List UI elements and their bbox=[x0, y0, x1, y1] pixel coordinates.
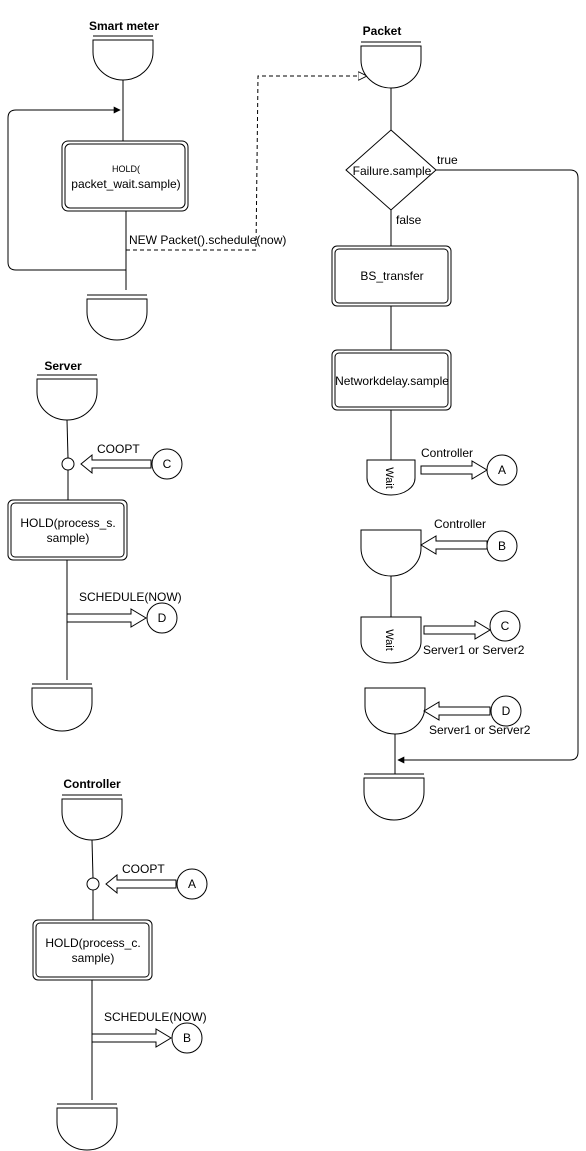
server-connector-d[interactable] bbox=[146, 602, 178, 634]
connector bbox=[66, 419, 69, 459]
controller-coopt-arrow bbox=[105, 873, 177, 895]
server-coopt-arrow bbox=[80, 453, 152, 475]
packet-title: Packet bbox=[363, 24, 402, 38]
packet-in1-arrow bbox=[420, 535, 488, 555]
controller-hold-box[interactable] bbox=[32, 919, 153, 981]
packet-false-label: false bbox=[396, 213, 422, 227]
server-connector-d-label: D bbox=[158, 611, 167, 625]
packet-receive-node-1 bbox=[360, 529, 422, 577]
smart-meter-loop-arrow bbox=[7, 106, 126, 271]
controller-connector-b[interactable] bbox=[171, 1022, 203, 1054]
controller-connector-a-label: A bbox=[188, 877, 196, 891]
packet-wait-node-1 bbox=[366, 459, 416, 496]
controller-start-node bbox=[61, 798, 123, 841]
server-coopt-node bbox=[61, 457, 75, 471]
server-schedule-arrow bbox=[66, 608, 147, 628]
smart-meter-start-node bbox=[92, 39, 154, 81]
controller-schedule-arrow bbox=[91, 1028, 172, 1048]
server-coopt-label: COOPT bbox=[97, 442, 140, 456]
packet-bs-transfer-label: BS_transfer bbox=[360, 269, 423, 283]
server-start-node bbox=[36, 378, 98, 421]
packet-true-branch-arrow bbox=[397, 169, 579, 764]
server-hold-box[interactable] bbox=[7, 499, 128, 561]
connector bbox=[91, 839, 94, 879]
server-hold-text-1: HOLD(process_s. bbox=[20, 516, 115, 530]
packet-wait2-target: Server1 or Server2 bbox=[423, 643, 525, 657]
smart-meter-hold-box[interactable] bbox=[61, 140, 189, 212]
controller-schedule-label: SCHEDULE(NOW) bbox=[104, 1010, 207, 1024]
smart-meter-title: Smart meter bbox=[89, 19, 159, 33]
smart-meter-hold-text-2: packet_wait.sample) bbox=[71, 177, 180, 191]
controller-connector-a[interactable] bbox=[176, 868, 208, 900]
packet-true-label: true bbox=[437, 153, 458, 167]
server-end-node bbox=[31, 687, 93, 732]
smart-meter-end-node bbox=[86, 298, 148, 341]
packet-wait-label-1: Wait bbox=[383, 467, 395, 489]
controller-hold-text-2: sample) bbox=[72, 951, 115, 965]
packet-start-node bbox=[360, 45, 422, 89]
smart-meter-hold-text-1: HOLD( bbox=[112, 164, 140, 174]
packet-wait1-target: Controller bbox=[421, 446, 473, 460]
packet-connector-a-label: A bbox=[498, 463, 506, 477]
packet-wait1-arrow bbox=[420, 460, 488, 480]
packet-creation-arrow bbox=[126, 76, 366, 251]
smart-meter-process: Smart meter HOLD( packet_wait.sample) NE… bbox=[7, 19, 366, 341]
packet-decision-label: Failure.sample bbox=[353, 164, 432, 178]
controller-process: Controller COOPT A HOLD(process_c. sampl… bbox=[32, 777, 208, 1151]
server-schedule-label: SCHEDULE(NOW) bbox=[79, 590, 182, 604]
packet-connector-b[interactable] bbox=[486, 530, 518, 562]
packet-wait-node-2 bbox=[360, 616, 422, 664]
packet-in2-arrow bbox=[423, 701, 491, 721]
controller-connector-b-label: B bbox=[183, 1031, 191, 1045]
smart-meter-schedule-label: NEW Packet().schedule(now) bbox=[129, 233, 286, 247]
packet-wait2-arrow bbox=[423, 620, 491, 640]
packet-connector-c[interactable] bbox=[489, 610, 521, 642]
packet-connector-d-label: D bbox=[502, 704, 511, 718]
controller-title: Controller bbox=[63, 777, 121, 791]
packet-process: Packet Failure.sample true false BS_tran… bbox=[331, 24, 579, 821]
controller-coopt-node bbox=[86, 877, 100, 891]
packet-connector-c-label: C bbox=[501, 619, 510, 633]
controller-hold-text-1: HOLD(process_c. bbox=[45, 936, 140, 950]
controller-end-node bbox=[56, 1107, 118, 1151]
packet-receive-node-2 bbox=[364, 687, 426, 735]
server-connector-c-label: C bbox=[163, 457, 172, 471]
server-hold-text-2: sample) bbox=[47, 531, 90, 545]
packet-connector-b-label: B bbox=[498, 539, 506, 553]
server-connector-c[interactable] bbox=[151, 448, 183, 480]
packet-connector-d[interactable] bbox=[490, 695, 522, 727]
packet-in1-source: Controller bbox=[434, 517, 486, 531]
server-process: Server COOPT C HOLD(process_s. sample) S… bbox=[7, 359, 183, 732]
controller-coopt-label: COOPT bbox=[122, 862, 165, 876]
packet-in2-source: Server1 or Server2 bbox=[429, 723, 531, 737]
packet-wait-label-2: Wait bbox=[383, 629, 395, 651]
server-title: Server bbox=[44, 359, 82, 373]
packet-networkdelay-label: Networkdelay.sample bbox=[335, 374, 449, 388]
packet-end-node bbox=[363, 777, 425, 821]
packet-connector-a[interactable] bbox=[486, 454, 518, 486]
